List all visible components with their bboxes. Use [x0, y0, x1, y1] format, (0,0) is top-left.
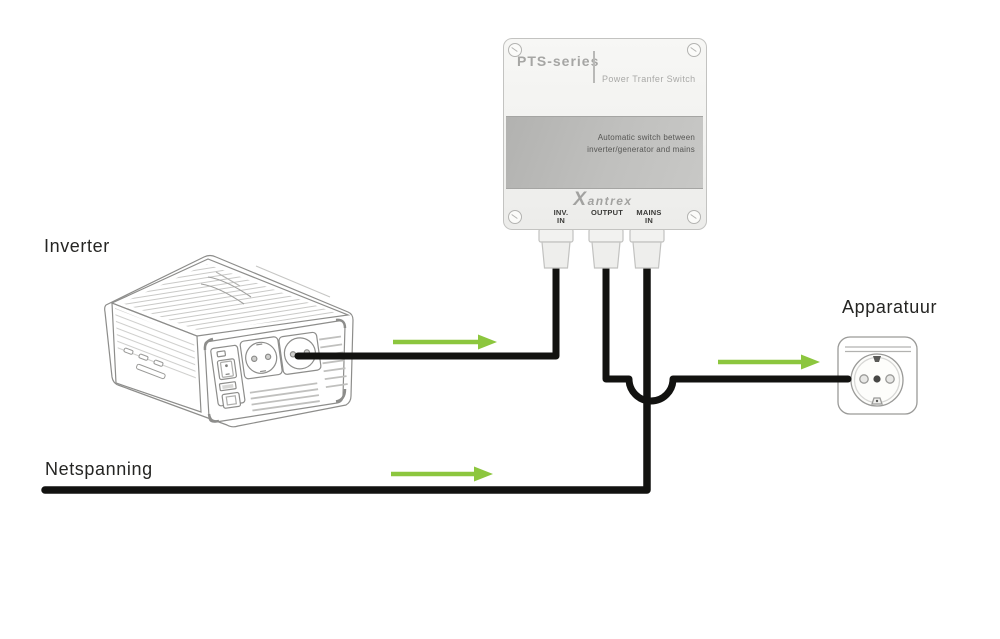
inverter-mounting-slots	[123, 347, 166, 380]
inverter-top-fins	[122, 264, 338, 331]
pts-model-name: PTS-series	[517, 53, 600, 69]
pts-transfer-switch-box: PTS-series Power Tranfer Switch Automati…	[503, 38, 707, 230]
pts-description-panel: Automatic switch between inverter/genera…	[506, 116, 703, 189]
mains-supply-label: Netspanning	[45, 459, 153, 479]
flow-arrow-mains-to-pts	[391, 466, 493, 482]
inverter-side-fins	[115, 308, 196, 382]
inverter-illustration	[104, 254, 354, 428]
port-label-output: OUTPUT	[590, 208, 624, 217]
brand-logo: Xantrex	[573, 189, 633, 210]
pts-description-line2: inverter/generator and mains	[587, 144, 695, 154]
port-label-inv-in: INV. IN	[553, 208, 569, 225]
socket-pin-hole-left	[859, 374, 869, 384]
cable-gland-mains	[629, 228, 665, 269]
screw-icon	[508, 43, 522, 57]
inverter-corner-bumpers	[203, 318, 347, 423]
inverter-side-face	[111, 302, 202, 413]
pts-cable-glands	[538, 228, 665, 269]
socket-pin-hole-right	[885, 374, 895, 384]
title-divider	[593, 51, 595, 83]
vent-slats-bottom	[249, 382, 320, 412]
pts-description-line1: Automatic switch between	[597, 133, 695, 142]
cable-mains-to-pts	[41, 258, 651, 494]
pts-product-name: Power Tranfer Switch	[602, 74, 696, 84]
screw-icon	[687, 210, 701, 224]
pts-description: Automatic switch between inverter/genera…	[587, 132, 695, 155]
port-label-mains-in: MAINS IN	[636, 208, 662, 225]
screw-icon	[508, 210, 522, 224]
ac-outlet-left	[239, 336, 283, 380]
indicator-led	[216, 350, 227, 358]
inverter-label: Inverter	[44, 236, 110, 256]
cable-gland-output	[588, 228, 624, 269]
screw-icon	[687, 43, 701, 57]
wall-socket-illustration	[837, 336, 918, 415]
inverter-front-controls	[210, 331, 348, 412]
socket-earth-clip-top	[873, 356, 881, 362]
socket-center-screw	[873, 375, 881, 383]
flow-arrow-inverter-to-pts	[393, 334, 497, 350]
cable-gland-inv	[538, 228, 574, 269]
cable-inverter-to-pts	[294, 258, 560, 360]
cable-pts-output-to-socket	[602, 258, 852, 405]
inverter-branding-marks	[200, 265, 331, 305]
flow-arrow-pts-to-appliance	[718, 354, 820, 370]
appliance-label: Apparatuur	[842, 297, 938, 317]
